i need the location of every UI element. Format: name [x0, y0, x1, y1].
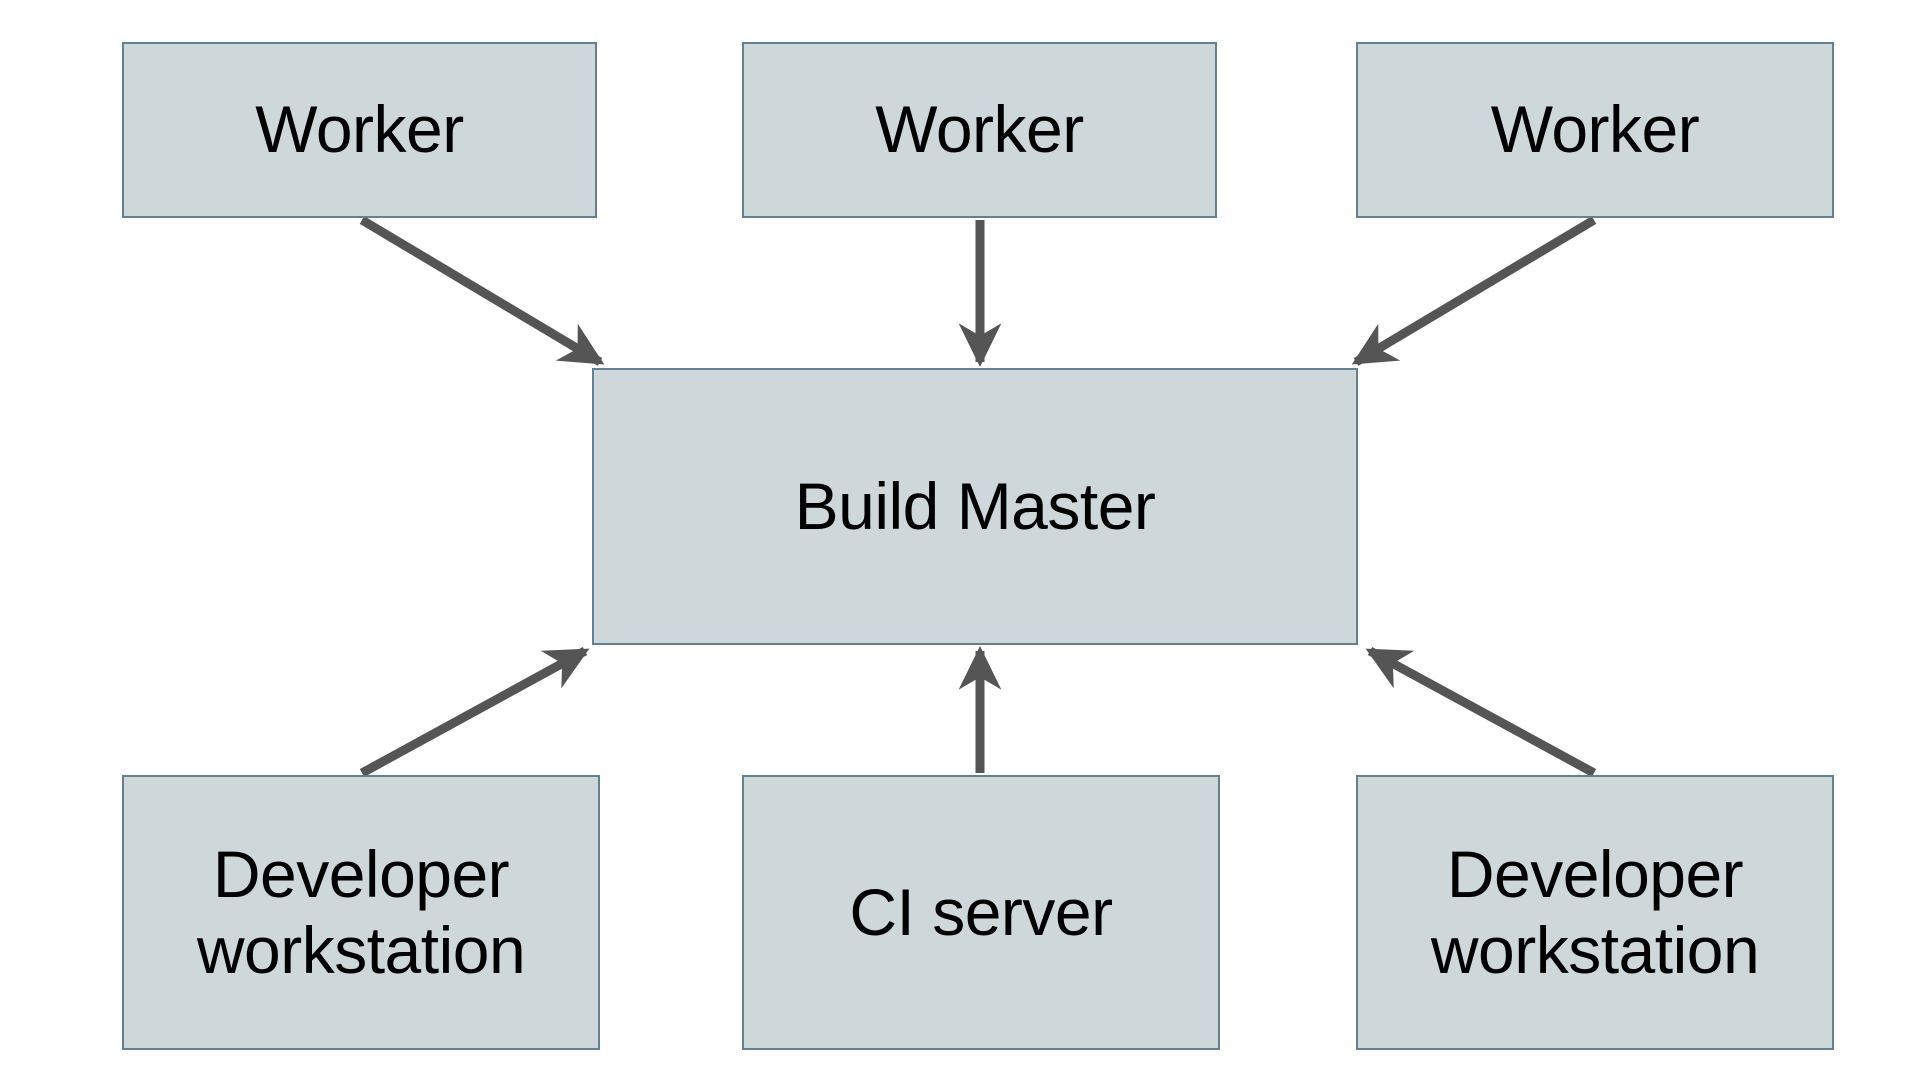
node-ci-server[interactable]: CI server	[742, 775, 1220, 1050]
node-build-master-label: Build Master	[794, 468, 1156, 543]
node-worker-3-label: Worker	[1490, 92, 1700, 167]
edge-worker-1-to-build-master	[359, 216, 605, 366]
node-developer-workstation-left[interactable]: Developer workstation	[122, 775, 600, 1050]
node-worker-1[interactable]: Worker	[122, 42, 597, 218]
edge-worker-3-to-build-master	[1351, 216, 1597, 366]
node-developer-workstation-right[interactable]: Developer workstation	[1356, 775, 1834, 1050]
edge-dev-right-to-build-master	[1365, 647, 1597, 777]
node-worker-2-label: Worker	[875, 92, 1084, 167]
node-build-master[interactable]: Build Master	[592, 368, 1358, 645]
node-developer-workstation-left-label: Developer workstation	[196, 837, 526, 987]
node-developer-workstation-right-label: Developer workstation	[1430, 837, 1760, 987]
edge-dev-left-to-build-master	[359, 647, 590, 777]
node-worker-3[interactable]: Worker	[1356, 42, 1834, 218]
node-worker-1-label: Worker	[255, 92, 464, 167]
node-worker-2[interactable]: Worker	[742, 42, 1217, 218]
node-ci-server-label: CI server	[849, 874, 1113, 949]
